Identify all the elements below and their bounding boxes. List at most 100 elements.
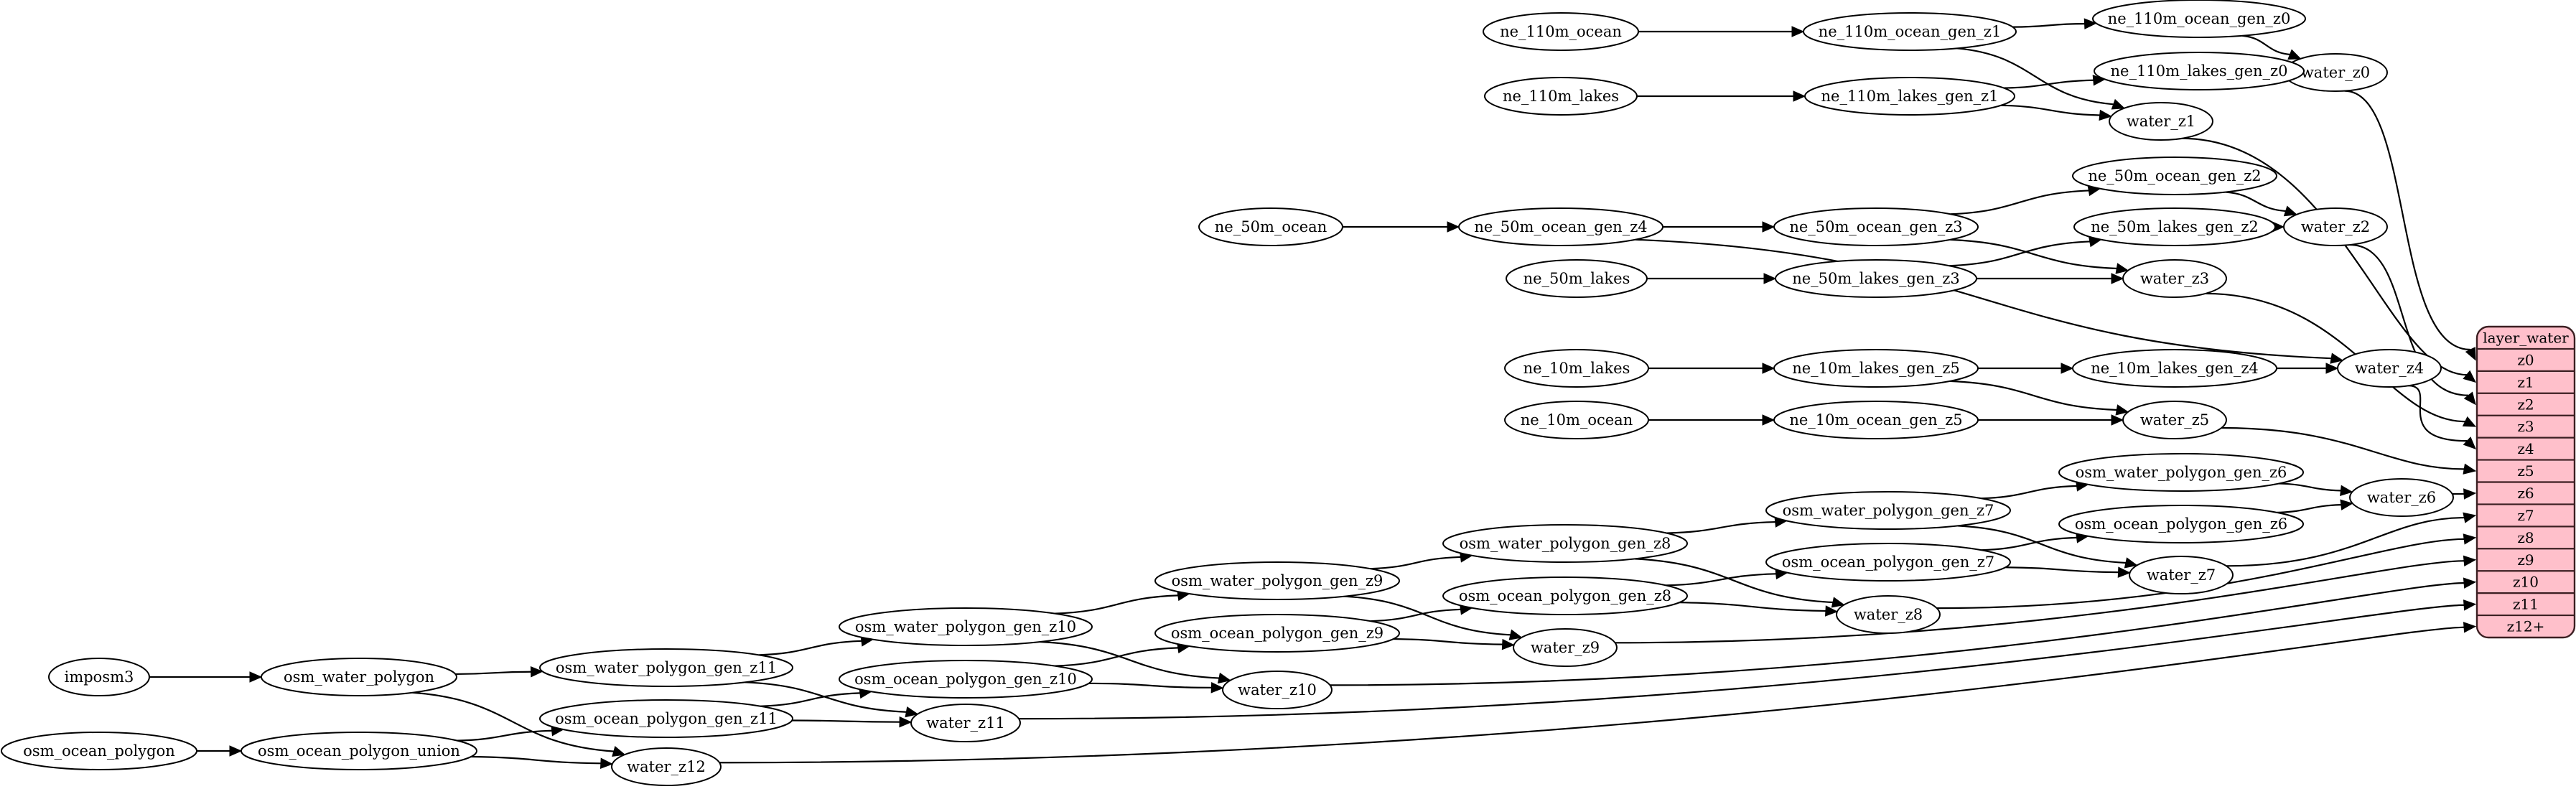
edge-water_z4-to-layer_water-z4 — [2408, 385, 2468, 442]
edge-osm_ocean_polygon_gen_z7-to-osm_ocean_polygon_gen_z6 — [1981, 536, 2077, 551]
node-water_z9[interactable]: water_z9 — [1513, 628, 1618, 667]
record-row-z7[interactable]: z7 — [2517, 507, 2534, 524]
node-water_z10[interactable]: water_z10 — [1222, 671, 1333, 709]
node-ne_50m_lakes_gen_z2[interactable]: ne_50m_lakes_gen_z2 — [2073, 207, 2276, 246]
node-shape — [1198, 207, 1343, 246]
node-ne_50m_lakes_gen_z3[interactable]: ne_50m_lakes_gen_z3 — [1775, 259, 1977, 298]
arrowhead — [1501, 638, 1515, 650]
node-osm_water_polygon_gen_z9[interactable]: osm_water_polygon_gen_z9 — [1154, 561, 1400, 600]
edge-ne_50m_ocean_gen_z4-to-water_z4 — [1635, 238, 2332, 360]
node-shape — [1773, 207, 1979, 246]
node-water_z2[interactable]: water_z2 — [2283, 207, 2388, 246]
edge-osm_water_polygon_gen_z10-to-water_z10 — [1040, 640, 1219, 679]
record-row-z6[interactable]: z6 — [2517, 485, 2534, 502]
node-label: ne_50m_ocean_gen_z4 — [1474, 218, 1647, 235]
record-row-z11[interactable]: z11 — [2513, 596, 2539, 613]
arrowhead — [2124, 557, 2138, 569]
record-row-z9[interactable]: z9 — [2517, 551, 2534, 569]
edge-water_z2-to-layer_water-z2 — [2349, 243, 2469, 396]
node-ne_110m_ocean_gen_z0[interactable]: ne_110m_ocean_gen_z0 — [2092, 0, 2306, 38]
node-water_z3[interactable]: water_z3 — [2122, 259, 2227, 298]
node-label: water_z10 — [1238, 681, 1317, 699]
record-row-z1[interactable]: z1 — [2517, 373, 2534, 391]
node-shape — [1442, 576, 1688, 615]
record-row-z3[interactable]: z3 — [2517, 418, 2534, 435]
node-ne_10m_ocean_gen_z5[interactable]: ne_10m_ocean_gen_z5 — [1773, 401, 1979, 439]
node-label: ne_10m_lakes — [1523, 360, 1630, 377]
arrowhead — [1824, 605, 1839, 617]
node-ne_50m_ocean_gen_z3[interactable]: ne_50m_ocean_gen_z3 — [1773, 207, 1979, 246]
arrowhead — [1762, 363, 1775, 374]
node-imposm3[interactable]: imposm3 — [48, 658, 150, 696]
node-ne_50m_lakes[interactable]: ne_50m_lakes — [1506, 259, 1648, 298]
node-water_z1[interactable]: water_z1 — [2109, 102, 2213, 141]
node-osm_water_polygon_gen_z11[interactable]: osm_water_polygon_gen_z11 — [539, 648, 793, 687]
node-osm_ocean_polygon_gen_z7[interactable]: osm_ocean_polygon_gen_z7 — [1765, 543, 2011, 582]
node-osm_water_polygon[interactable]: osm_water_polygon — [261, 658, 457, 696]
node-water_z4[interactable]: water_z4 — [2337, 349, 2442, 388]
node-shape — [2072, 157, 2277, 195]
node-water_z11[interactable]: water_z11 — [910, 704, 1021, 742]
node-ne_110m_ocean_gen_z1[interactable]: ne_110m_ocean_gen_z1 — [1803, 12, 2017, 51]
node-shape — [839, 607, 1093, 646]
node-ne_10m_lakes_gen_z4[interactable]: ne_10m_lakes_gen_z4 — [2072, 349, 2277, 388]
node-ne_50m_ocean_gen_z2[interactable]: ne_50m_ocean_gen_z2 — [2072, 157, 2277, 195]
node-osm_water_polygon_gen_z8[interactable]: osm_water_polygon_gen_z8 — [1442, 524, 1688, 563]
record-node-layer-water[interactable]: layer_waterz0z1z2z3z4z5z6z7z8z9z10z11z12… — [2475, 325, 2576, 639]
node-water_z6[interactable]: water_z6 — [2349, 478, 2454, 517]
record-row-z8[interactable]: z8 — [2517, 529, 2534, 546]
node-osm_water_polygon_gen_z6[interactable]: osm_water_polygon_gen_z6 — [2058, 453, 2304, 492]
arrowhead — [899, 716, 913, 728]
node-osm_ocean_polygon_gen_z8[interactable]: osm_ocean_polygon_gen_z8 — [1442, 576, 1688, 615]
arrowhead — [229, 745, 243, 757]
record-row-z2[interactable]: z2 — [2517, 396, 2534, 413]
edge-osm_ocean_polygon_gen_z6-to-water_z6 — [2277, 504, 2341, 514]
node-ne_10m_ocean[interactable]: ne_10m_ocean — [1504, 401, 1649, 439]
arrowhead — [2061, 363, 2074, 374]
arrowhead — [2463, 533, 2477, 545]
node-ne_10m_lakes_gen_z5[interactable]: ne_10m_lakes_gen_z5 — [1773, 349, 1979, 388]
node-shape — [2337, 349, 2442, 388]
node-ne_110m_lakes[interactable]: ne_110m_lakes — [1484, 77, 1638, 116]
node-shape — [1765, 543, 2011, 582]
arrowhead — [2117, 566, 2131, 578]
record-row-z0[interactable]: z0 — [2517, 351, 2534, 368]
node-label: osm_water_polygon_gen_z6 — [2076, 464, 2287, 481]
edge-ne_110m_lakes_gen_z1-to-water_z1 — [2001, 104, 2100, 116]
node-ne_50m_ocean_gen_z4[interactable]: ne_50m_ocean_gen_z4 — [1458, 207, 1663, 246]
node-label: osm_ocean_polygon_gen_z9 — [1171, 625, 1383, 642]
node-ne_110m_lakes_gen_z0[interactable]: ne_110m_lakes_gen_z0 — [2094, 52, 2305, 90]
node-water_z7[interactable]: water_z7 — [2129, 556, 2234, 594]
edge-water_z11-to-layer_water-z11 — [1019, 604, 2465, 720]
arrowhead — [2111, 273, 2124, 284]
record-row-z5[interactable]: z5 — [2517, 462, 2534, 480]
node-osm_ocean_polygon_union[interactable]: osm_ocean_polygon_union — [241, 732, 477, 770]
node-osm_ocean_polygon_gen_z9[interactable]: osm_ocean_polygon_gen_z9 — [1154, 614, 1400, 653]
record-row-z10[interactable]: z10 — [2513, 574, 2539, 591]
node-label: water_z8 — [1854, 606, 1923, 623]
arrowhead — [2463, 436, 2476, 449]
node-shape — [2109, 102, 2213, 141]
node-water_z12[interactable]: water_z12 — [611, 747, 722, 786]
node-ne_10m_lakes[interactable]: ne_10m_lakes — [1504, 349, 1649, 388]
record-row-z12+[interactable]: z12+ — [2507, 618, 2545, 635]
node-shape — [910, 704, 1021, 742]
record-row-z4[interactable]: z4 — [2517, 440, 2534, 457]
node-osm_ocean_polygon[interactable]: osm_ocean_polygon — [1, 732, 197, 770]
node-osm_ocean_polygon_gen_z6[interactable]: osm_ocean_polygon_gen_z6 — [2058, 505, 2304, 543]
node-ne_110m_ocean[interactable]: ne_110m_ocean — [1483, 12, 1639, 51]
node-water_z0[interactable]: water_z0 — [2283, 53, 2388, 92]
node-osm_water_polygon_gen_z10[interactable]: osm_water_polygon_gen_z10 — [839, 607, 1093, 646]
edge-osm_ocean_polygon_gen_z9-to-osm_ocean_polygon_gen_z8 — [1370, 608, 1461, 622]
node-osm_ocean_polygon_gen_z11[interactable]: osm_ocean_polygon_gen_z11 — [539, 699, 793, 738]
node-osm_ocean_polygon_gen_z10[interactable]: osm_ocean_polygon_gen_z10 — [839, 660, 1093, 699]
node-ne_50m_ocean[interactable]: ne_50m_ocean — [1198, 207, 1343, 246]
edge-ne_50m_lakes_gen_z3-to-ne_50m_lakes_gen_z2 — [1949, 241, 2090, 267]
node-water_z5[interactable]: water_z5 — [2122, 401, 2227, 439]
node-ne_110m_lakes_gen_z1[interactable]: ne_110m_lakes_gen_z1 — [1804, 77, 2015, 116]
arrowhead — [1831, 597, 1845, 608]
node-water_z8[interactable]: water_z8 — [1836, 595, 1941, 634]
node-shape — [1442, 524, 1688, 563]
node-osm_water_polygon_gen_z7[interactable]: osm_water_polygon_gen_z7 — [1765, 491, 2011, 530]
edge-osm_ocean_polygon_gen_z10-to-osm_ocean_polygon_gen_z9 — [1055, 647, 1178, 667]
